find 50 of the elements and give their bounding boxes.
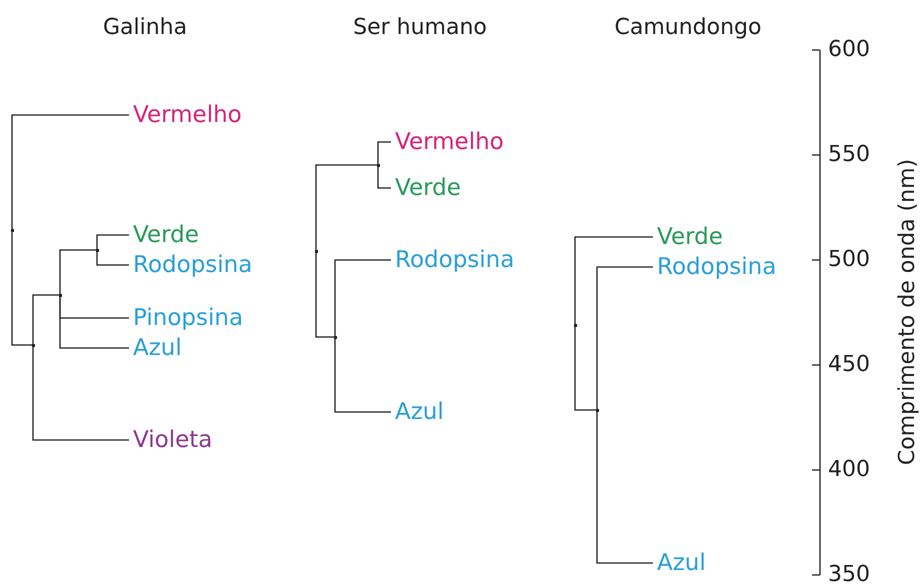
tree-branch <box>315 251 335 338</box>
tick-label: 600 <box>828 37 870 63</box>
branch-point <box>574 324 577 327</box>
tree-heading: Ser humano <box>353 15 487 41</box>
leaf-label: Rodopsina <box>133 251 252 279</box>
tree-branch <box>59 295 129 349</box>
tick-label: 400 <box>828 457 870 483</box>
tick-label: 450 <box>828 352 870 378</box>
tree-branch <box>574 325 597 411</box>
tree-heading: Galinha <box>102 15 188 41</box>
tree-branch <box>32 345 129 441</box>
leaf-label: Verde <box>395 174 461 202</box>
axis-title: Comprimento de onda (nm) <box>895 158 921 466</box>
tree-branch <box>59 249 97 295</box>
tree-branch <box>315 164 378 251</box>
tree-branch <box>32 294 60 345</box>
leaf-label: Vermelho <box>133 101 242 129</box>
leaf-label: Azul <box>133 334 182 362</box>
tree-branch <box>334 259 391 337</box>
branch-point <box>377 164 380 167</box>
tree-heading: Camundongo <box>614 15 762 41</box>
branch-point <box>596 409 599 412</box>
tick-label: 500 <box>828 247 870 273</box>
leaf-label: Violeta <box>133 426 212 454</box>
leaf-label: Vermelho <box>395 128 504 156</box>
branch-point <box>96 249 99 252</box>
leaf-label: Pinopsina <box>133 304 244 332</box>
leaf-label: Verde <box>133 221 199 249</box>
tree-branch <box>96 250 129 266</box>
branch-point <box>59 294 62 297</box>
leaf-label: Rodopsina <box>657 253 776 281</box>
tree-branch <box>377 141 391 165</box>
branch-point <box>334 336 337 339</box>
tree-branch <box>596 266 653 410</box>
leaf-label: Rodopsina <box>395 246 514 274</box>
branch-point <box>32 344 35 347</box>
leaf-label: Azul <box>395 398 444 426</box>
tick-label: 550 <box>828 142 870 168</box>
tree-branch <box>11 230 33 346</box>
tree-branch <box>574 236 653 325</box>
tick-label: 350 <box>828 562 870 584</box>
tree-branch <box>11 114 129 230</box>
tree-branch <box>596 410 653 564</box>
tree-branch <box>96 234 129 250</box>
branch-point <box>11 229 14 232</box>
tree-branch <box>334 337 391 413</box>
leaf-label: Azul <box>657 549 706 577</box>
tree-branch <box>377 165 391 189</box>
leaf-label: Verde <box>657 223 723 251</box>
branch-point <box>315 250 318 253</box>
